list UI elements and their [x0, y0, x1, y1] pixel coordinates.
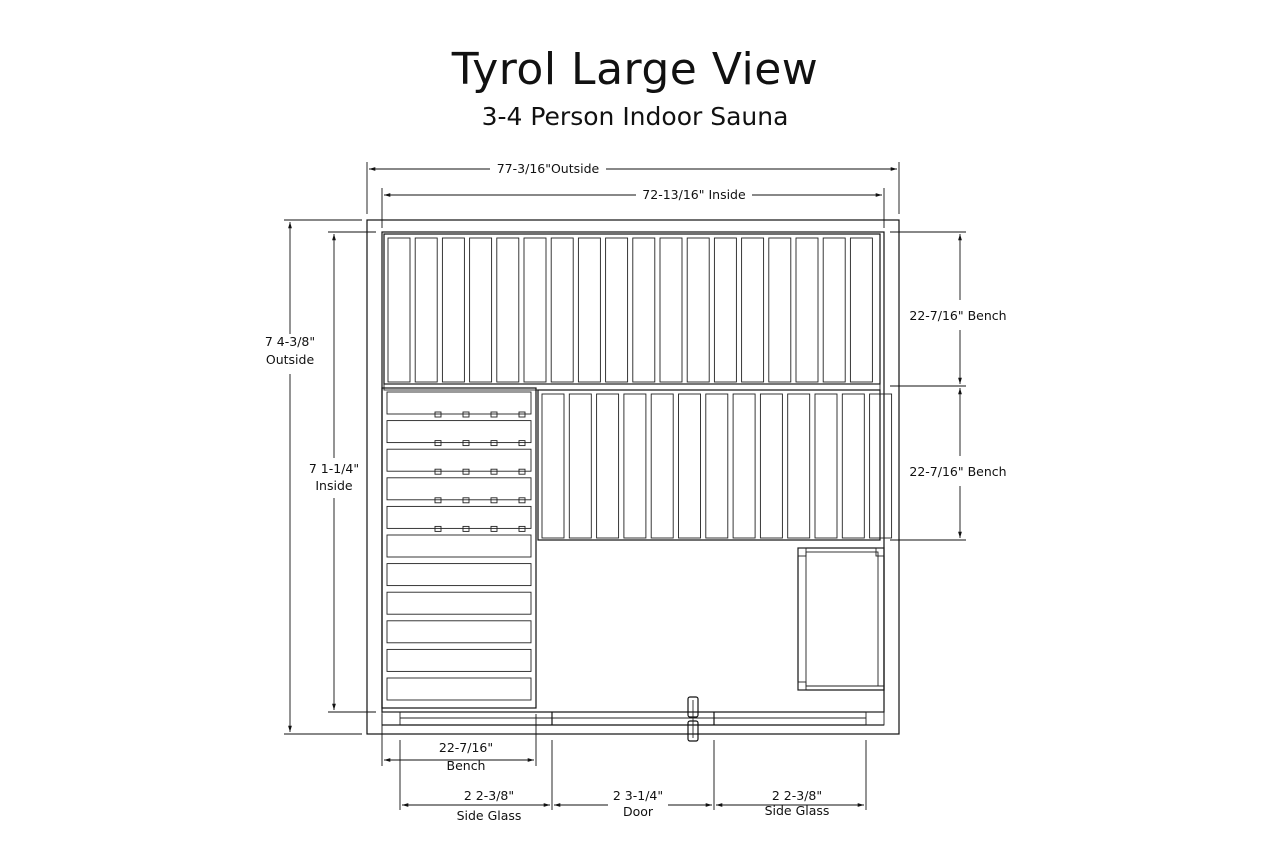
slat-bracket — [462, 497, 470, 504]
side-glass-left-label: Side Glass — [457, 808, 522, 823]
slat-bracket — [490, 440, 498, 447]
lower-bench-label: 22-7/16" Bench — [909, 464, 1006, 479]
bench-slat — [632, 237, 656, 383]
bench-slat — [414, 237, 438, 383]
slat-bracket — [434, 525, 442, 532]
side-bench-value: 22-7/16" — [439, 740, 493, 755]
bench-slat — [705, 393, 729, 539]
bench-slat — [541, 393, 565, 539]
side-bench — [381, 387, 537, 709]
side-glass-right-label: Side Glass — [765, 803, 830, 818]
slat-bracket — [518, 497, 526, 504]
slat-bracket — [490, 525, 498, 532]
bench-slat — [550, 237, 574, 383]
side-bench-label: Bench — [447, 758, 486, 773]
slat-bracket — [434, 468, 442, 475]
diagram-subtitle: 3-4 Person Indoor Sauna — [481, 102, 789, 131]
outside-width-dimension: 77-3/16"Outside — [366, 161, 900, 214]
bench-slat — [386, 391, 532, 415]
inside-depth-label: Inside — [315, 478, 353, 493]
slat-bracket — [434, 497, 442, 504]
bench-slat — [387, 237, 411, 383]
slat-bracket — [434, 440, 442, 447]
bench-slat — [469, 237, 493, 383]
inside-width-label: 72-13/16" Inside — [642, 187, 746, 202]
door-dimension: 2 3-1/4" Door — [554, 740, 715, 819]
bench-slat — [386, 477, 532, 501]
bench-slat — [814, 393, 838, 539]
bench-slat — [822, 237, 846, 383]
slat-bracket — [462, 468, 470, 475]
bench-slat — [386, 534, 532, 558]
slat-bracket — [462, 440, 470, 447]
slat-bracket — [462, 525, 470, 532]
bench-slat — [386, 505, 532, 529]
bench-slat — [568, 393, 592, 539]
door-value: 2 3-1/4" — [613, 788, 663, 803]
door-handle — [687, 696, 699, 742]
slat-bracket — [518, 468, 526, 475]
inside-depth-dimension: 7 1-1/4" Inside — [309, 231, 376, 713]
bench-slat — [768, 237, 792, 383]
slat-bracket — [462, 411, 470, 418]
slat-bracket — [434, 411, 442, 418]
slat-bracket — [490, 468, 498, 475]
bench-slat — [386, 591, 532, 615]
bench-slat — [678, 393, 701, 539]
bench-slat — [386, 648, 532, 672]
side-glass-right-value: 2 2-3/8" — [772, 788, 822, 803]
outside-depth-value: 7 4-3/8" — [265, 334, 315, 349]
bench-slat — [596, 393, 620, 539]
side-glass-left-value: 2 2-3/8" — [464, 788, 514, 803]
slat-bracket — [490, 497, 498, 504]
outside-width-label: 77-3/16"Outside — [497, 161, 600, 176]
bench-slat — [623, 393, 647, 539]
door-label: Door — [623, 804, 654, 819]
diagram-title: Tyrol Large View — [451, 44, 819, 95]
upper-bench-dimension: 22-7/16" Bench — [890, 231, 1007, 387]
bench-slat — [650, 393, 674, 539]
bench-slat — [577, 237, 601, 383]
bench-slat — [386, 448, 532, 472]
upper-bench — [383, 233, 881, 391]
bench-slat — [659, 237, 683, 383]
bench-slat — [386, 677, 532, 701]
slat-bracket — [518, 411, 526, 418]
bench-slat — [523, 237, 547, 383]
bench-slat — [605, 237, 629, 383]
bench-slat — [849, 237, 873, 383]
bench-slat — [741, 237, 765, 383]
inside-width-dimension: 72-13/16" Inside — [381, 187, 885, 228]
bench-slat — [496, 237, 520, 383]
slat-bracket — [518, 525, 526, 532]
bench-slat — [441, 237, 465, 383]
bench-slat — [386, 620, 532, 644]
bench-slat — [732, 393, 756, 539]
bench-slat — [713, 237, 737, 383]
upper-bench-label: 22-7/16" Bench — [909, 308, 1006, 323]
outer-wall — [366, 219, 900, 735]
side-glass-right-dimension: 2 2-3/8" Side Glass — [716, 740, 867, 818]
bench-slat — [386, 563, 532, 587]
front-glass-wall — [381, 711, 885, 726]
bench-slat — [386, 420, 532, 444]
slat-bracket — [490, 411, 498, 418]
side-glass-left-dimension: 2 2-3/8" Side Glass — [399, 740, 553, 823]
bench-slat — [787, 393, 811, 539]
side-bench-dimension: 22-7/16" Bench — [381, 714, 537, 773]
bench-slat — [869, 393, 893, 539]
slat-bracket — [518, 440, 526, 447]
outside-depth-label: Outside — [266, 352, 315, 367]
lower-bench — [537, 389, 893, 541]
sauna-outline — [366, 219, 900, 735]
inside-depth-value: 7 1-1/4" — [309, 461, 359, 476]
bench-slat — [759, 393, 783, 539]
heater — [797, 547, 885, 691]
lower-bench-dimension: 22-7/16" Bench — [890, 388, 1007, 541]
outside-depth-dimension: 7 4-3/8" Outside — [265, 219, 362, 735]
bench-slat — [795, 237, 819, 383]
bench-slat — [841, 393, 865, 539]
bench-slat — [686, 237, 710, 383]
